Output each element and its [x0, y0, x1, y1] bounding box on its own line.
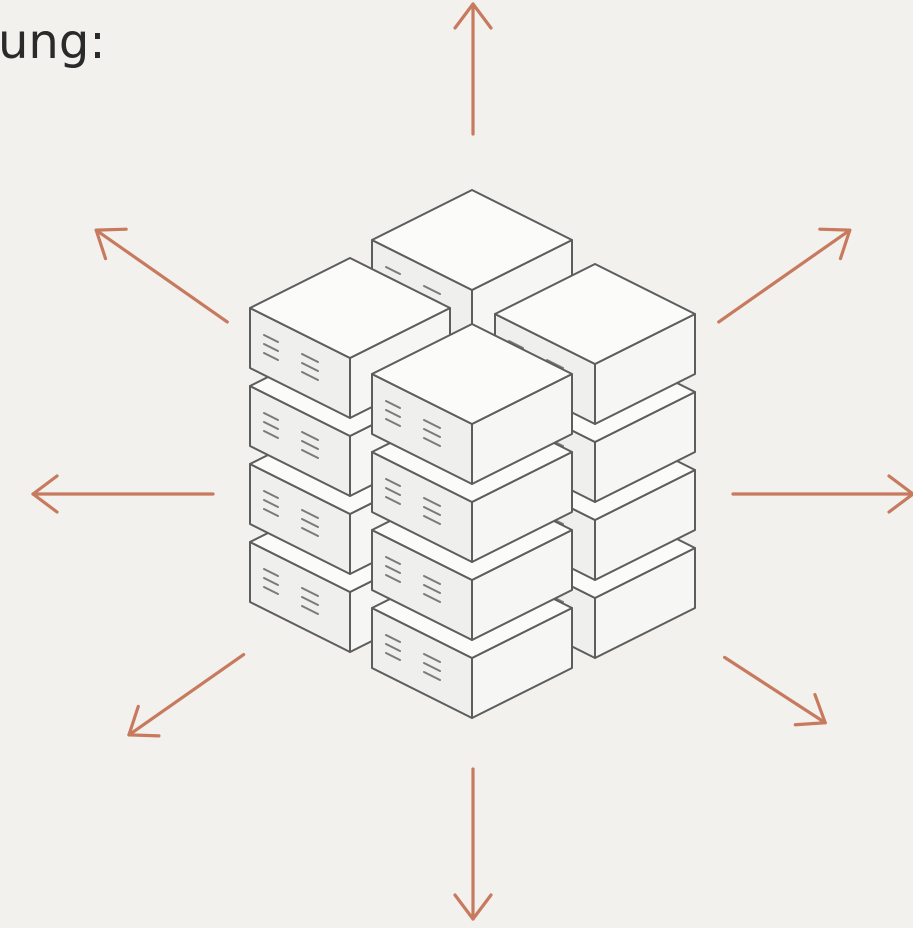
server-cluster-icon [249, 189, 696, 719]
page-title: ung: [0, 14, 106, 70]
arrow-down-icon [453, 767, 493, 921]
server-unit-front-1 [371, 323, 573, 485]
arrow-right-icon [731, 474, 913, 514]
arrow-left-icon [31, 474, 215, 514]
arrow-down-right-icon [723, 655, 827, 727]
arrow-up-right-icon [717, 227, 852, 324]
outward-arrows [31, 2, 913, 921]
arrow-up-left-icon [94, 227, 229, 324]
arrow-up-icon [453, 2, 493, 136]
arrow-down-left-icon [127, 653, 246, 738]
